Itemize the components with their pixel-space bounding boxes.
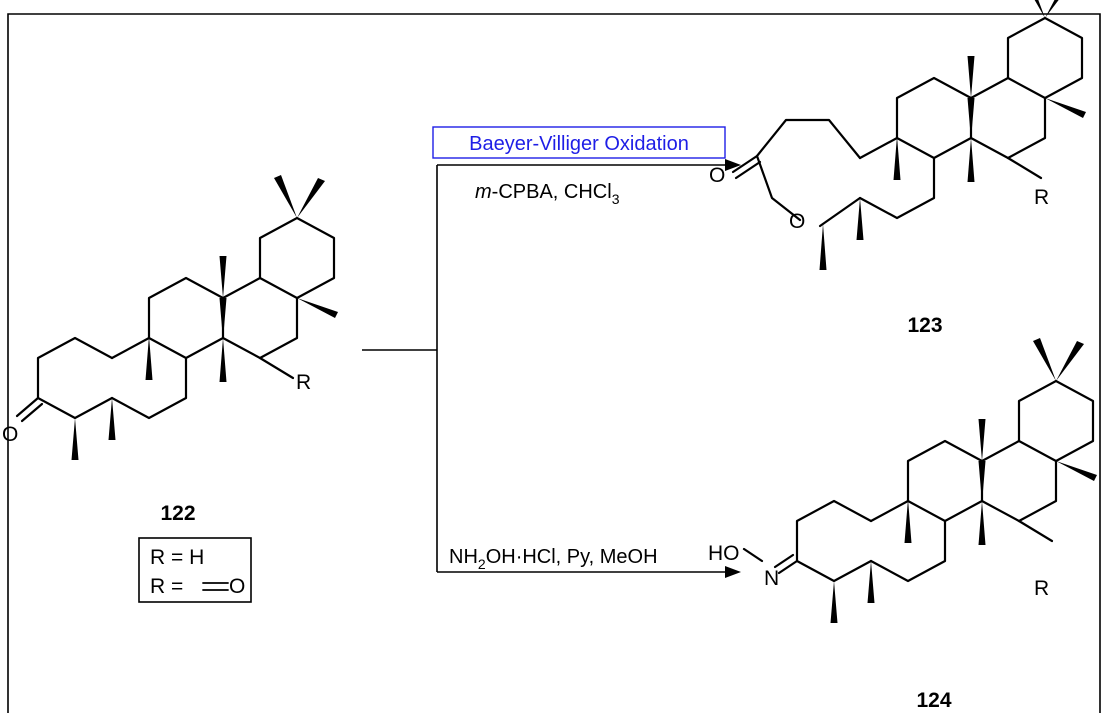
- compound-122-number: 122: [160, 502, 195, 525]
- compound-123-ring-o: O: [789, 210, 805, 233]
- compound-122-carbonyl-o: O: [2, 423, 18, 446]
- compound-124-r-group: R: [1034, 577, 1049, 600]
- compound-123-carbonyl-o: O: [709, 164, 725, 187]
- compound-124-nitrogen: N: [764, 567, 779, 590]
- baeyer-villiger-label: Baeyer-Villiger Oxidation: [469, 133, 689, 155]
- compound-122-r-group: R: [296, 371, 311, 394]
- compound-124-number: 124: [916, 689, 951, 712]
- top-arrow-head: [725, 159, 741, 171]
- compound-123-number: 123: [907, 314, 942, 337]
- baeyer-villiger-label-box: [432, 126, 726, 159]
- r-legend-double-bond: [202, 582, 229, 591]
- compound-123-r-group: R: [1034, 186, 1049, 209]
- r-legend-oxygen: O: [229, 575, 245, 598]
- compound-122-structure: [15, 173, 340, 462]
- compound-123-structure: [731, 0, 1088, 270]
- compound-124-structure: [742, 336, 1099, 625]
- top-arrow-reagents: m-CPBA, CHCl3: [475, 181, 620, 207]
- r-legend-box: [138, 537, 252, 603]
- scheme-frame: [7, 13, 1101, 713]
- bottom-arrow-reagents: NH2OH·HCl, Py, MeOH: [449, 546, 658, 572]
- r-legend-line-2-prefix: R =: [150, 575, 183, 598]
- r-legend-line-1: R = H: [150, 546, 204, 569]
- reaction-branch-lines: [362, 164, 727, 573]
- compound-124-hydroxyl: HO: [708, 542, 740, 565]
- bottom-arrow-head: [725, 566, 741, 578]
